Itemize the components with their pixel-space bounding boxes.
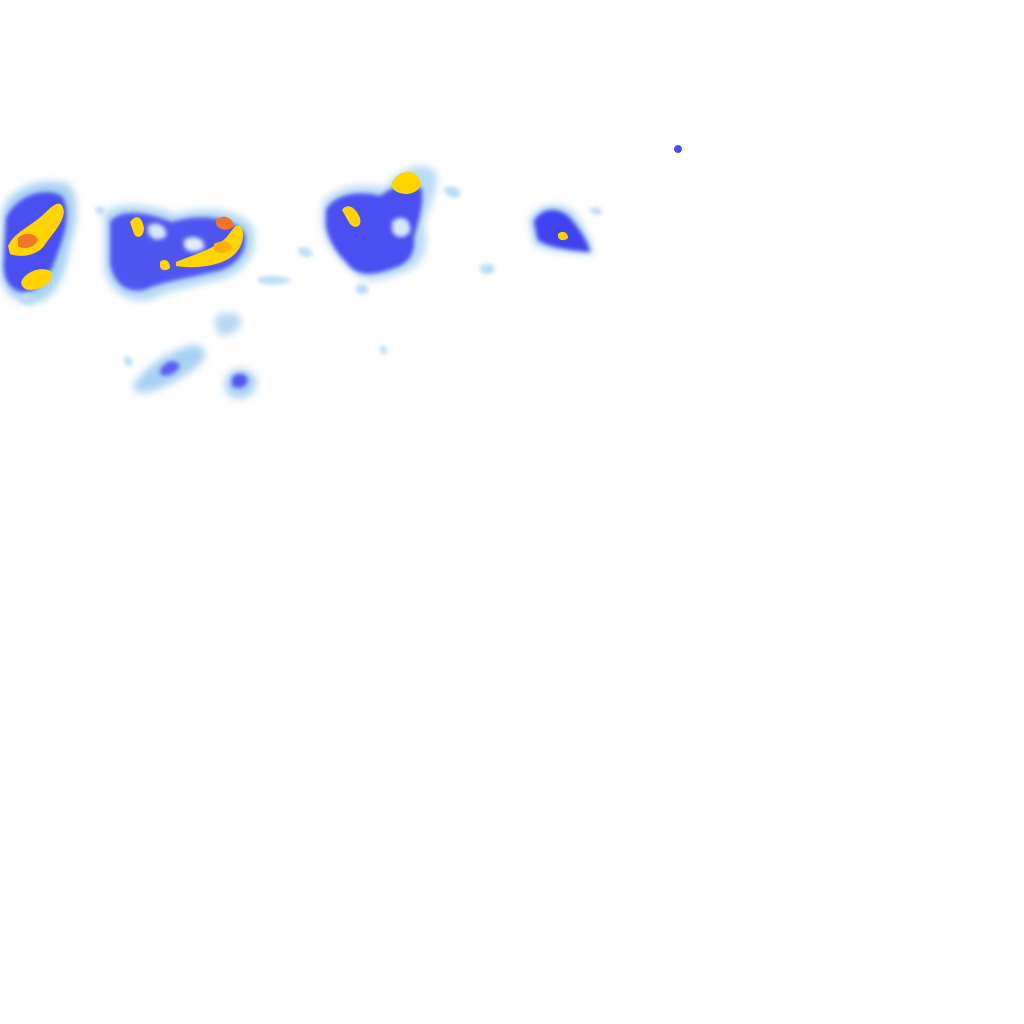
echo-southwest-upper-light [214,312,242,336]
echo-west-central-yellow-small [130,217,144,237]
echo-west-central-orange-core [214,241,232,253]
echo-fragment [356,284,369,295]
echo-scattered-fragments [20,186,603,367]
echo-east-yellow [558,231,568,241]
echo-central-medium [325,183,423,274]
echo-west-central-yellow-arc [176,225,244,268]
echo-fragment [444,186,461,198]
echo-fragment [380,345,387,355]
echo-east-medium [534,210,590,252]
echo-south-cell [224,369,257,399]
echo-fragment [298,247,313,257]
echo-central-yellow-top [391,171,421,194]
echo-southwest-medium [160,361,180,376]
echo-fragment [96,206,105,215]
echo-south-medium [232,373,248,388]
echo-west-central-cluster [104,204,255,301]
echo-southwest-band [132,312,242,393]
echo-fragment [124,356,133,367]
echo-far-west-lower-yellow [21,269,53,290]
echo-fragment [20,294,35,305]
echo-central-yellow-left [342,206,361,227]
echo-east-isolated-dot [674,145,682,153]
echo-west-central-orange-top [216,216,234,230]
echo-fragment [590,207,603,215]
echo-far-west-orange [18,233,38,248]
echo-west-central-yellow-dot [160,260,170,271]
echo-fragment [480,264,495,275]
echo-west-central-gap-1 [148,223,167,240]
echo-west-central-medium [110,212,246,291]
echo-fragment [258,275,292,285]
echo-far-west-cell [0,181,77,303]
echo-west-central-gap-2 [184,237,205,252]
echo-east-cell [530,145,682,254]
echo-central-gap [392,217,411,238]
echo-central-cluster [321,165,437,281]
